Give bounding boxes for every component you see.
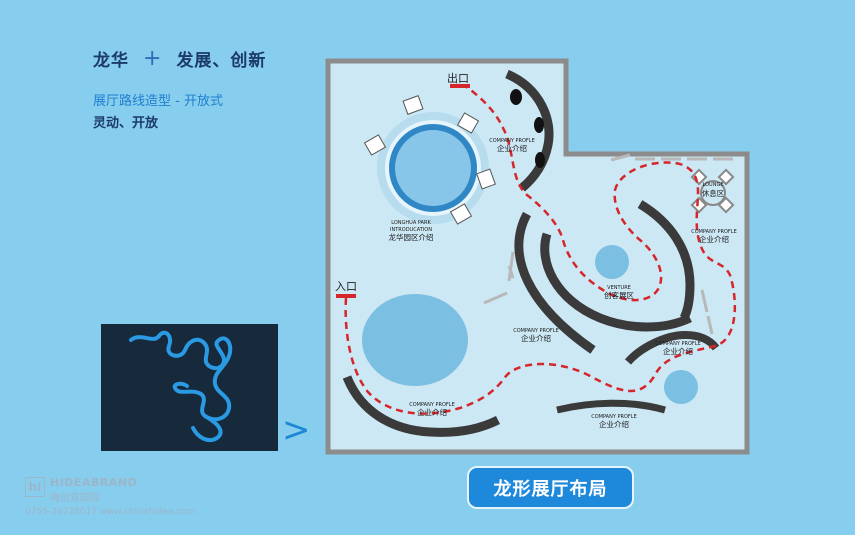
zone-labels: COMPANY PROFLE 企业介绍 LONGHUA PARK INTRODU… (389, 138, 737, 429)
lounge-table (700, 180, 726, 206)
chair (449, 203, 473, 225)
chair (402, 95, 424, 115)
chair (476, 168, 496, 190)
zone-5-cn: 企业介绍 (521, 333, 551, 343)
chair (363, 134, 387, 156)
entrance-marker (336, 294, 356, 298)
longhua-inner-disc (395, 130, 471, 206)
title-brand: 龙华 (93, 51, 129, 71)
zone-1-en-line2: INTRODUCATION (390, 227, 432, 233)
dragon-squiggle-icon (129, 330, 233, 443)
footer-contact: 0755-26728017 www.chinahidea.com (25, 507, 196, 517)
brand-logo-icon: hi (25, 477, 45, 497)
exit-arc-wall (505, 69, 554, 192)
plus-icon: + (143, 46, 163, 71)
zone-2-en: LOUNGE (703, 182, 724, 188)
zone-0-cn: 企业介绍 (497, 143, 527, 153)
seat (510, 89, 522, 105)
lounge-seat (717, 196, 735, 214)
zone-6-en: COMPANY PROFLE (655, 341, 701, 347)
lounge-seat (717, 168, 735, 186)
oval-pool (362, 294, 468, 386)
arc-wall-lower-right (624, 330, 720, 365)
zone-5-en: COMPANY PROFLE (513, 328, 559, 334)
page-title: 龙华 + 发展、创新 (93, 46, 267, 72)
footer-brand-cn: 嗨创意国际 (50, 493, 100, 504)
dragon-route-thumbnail (101, 324, 278, 451)
arc-wall-bottom-left (342, 375, 501, 437)
arrow-icon: > (282, 410, 311, 450)
venture-disc (595, 245, 629, 279)
tagline: 灵动、开放 (93, 116, 159, 131)
arc-wall-center (540, 232, 692, 332)
exit-label: 出口 (447, 71, 469, 85)
layout-caption: 龙形展厅布局 (467, 466, 634, 509)
zone-6-cn: 企业介绍 (663, 346, 693, 356)
chairs (363, 95, 496, 225)
divider (610, 153, 631, 162)
exit-marker (450, 84, 470, 88)
tour-route (344, 84, 737, 415)
zone-3-cn: 企业介绍 (699, 234, 729, 244)
zone-2-cn: 休息区 (702, 188, 725, 198)
divider (700, 289, 709, 313)
exit-seats (510, 89, 545, 168)
disc-small (664, 370, 698, 404)
seat (534, 117, 544, 133)
zone-3-en: COMPANY PROFLE (691, 229, 737, 235)
divider (507, 251, 515, 282)
divider (706, 315, 714, 335)
lounge-seat (690, 196, 708, 214)
zone-1-en-line1: LONGHUA PARK (391, 220, 431, 226)
title-slogan: 发展、创新 (176, 51, 267, 71)
divider (507, 265, 515, 279)
zone-8-en: COMPANY PROFLE (591, 414, 637, 420)
arc-wall-bottom-right (556, 399, 666, 414)
zone-7-cn: 企业介绍 (417, 407, 447, 417)
arc-wall-right (637, 200, 695, 321)
divider (483, 291, 508, 305)
footer-brand: HIDEABRAND (50, 476, 138, 489)
entrance-label: 入口 (335, 280, 357, 293)
zone-7-en: COMPANY PROFLE (409, 402, 455, 408)
arc-wall-center-left (514, 211, 596, 354)
zone-8-cn: 企业介绍 (599, 419, 629, 429)
seat (535, 152, 545, 168)
zone-4-en: VENTURE (607, 285, 631, 291)
zone-1-cn: 龙华园区介绍 (389, 232, 434, 242)
subtitle: 展厅路线造型 - 开放式 (93, 94, 223, 109)
zone-0-en: COMPANY PROFLE (489, 138, 535, 144)
zone-4-cn: 创客展区 (604, 290, 634, 300)
chair (456, 112, 480, 134)
dividers (483, 153, 733, 335)
